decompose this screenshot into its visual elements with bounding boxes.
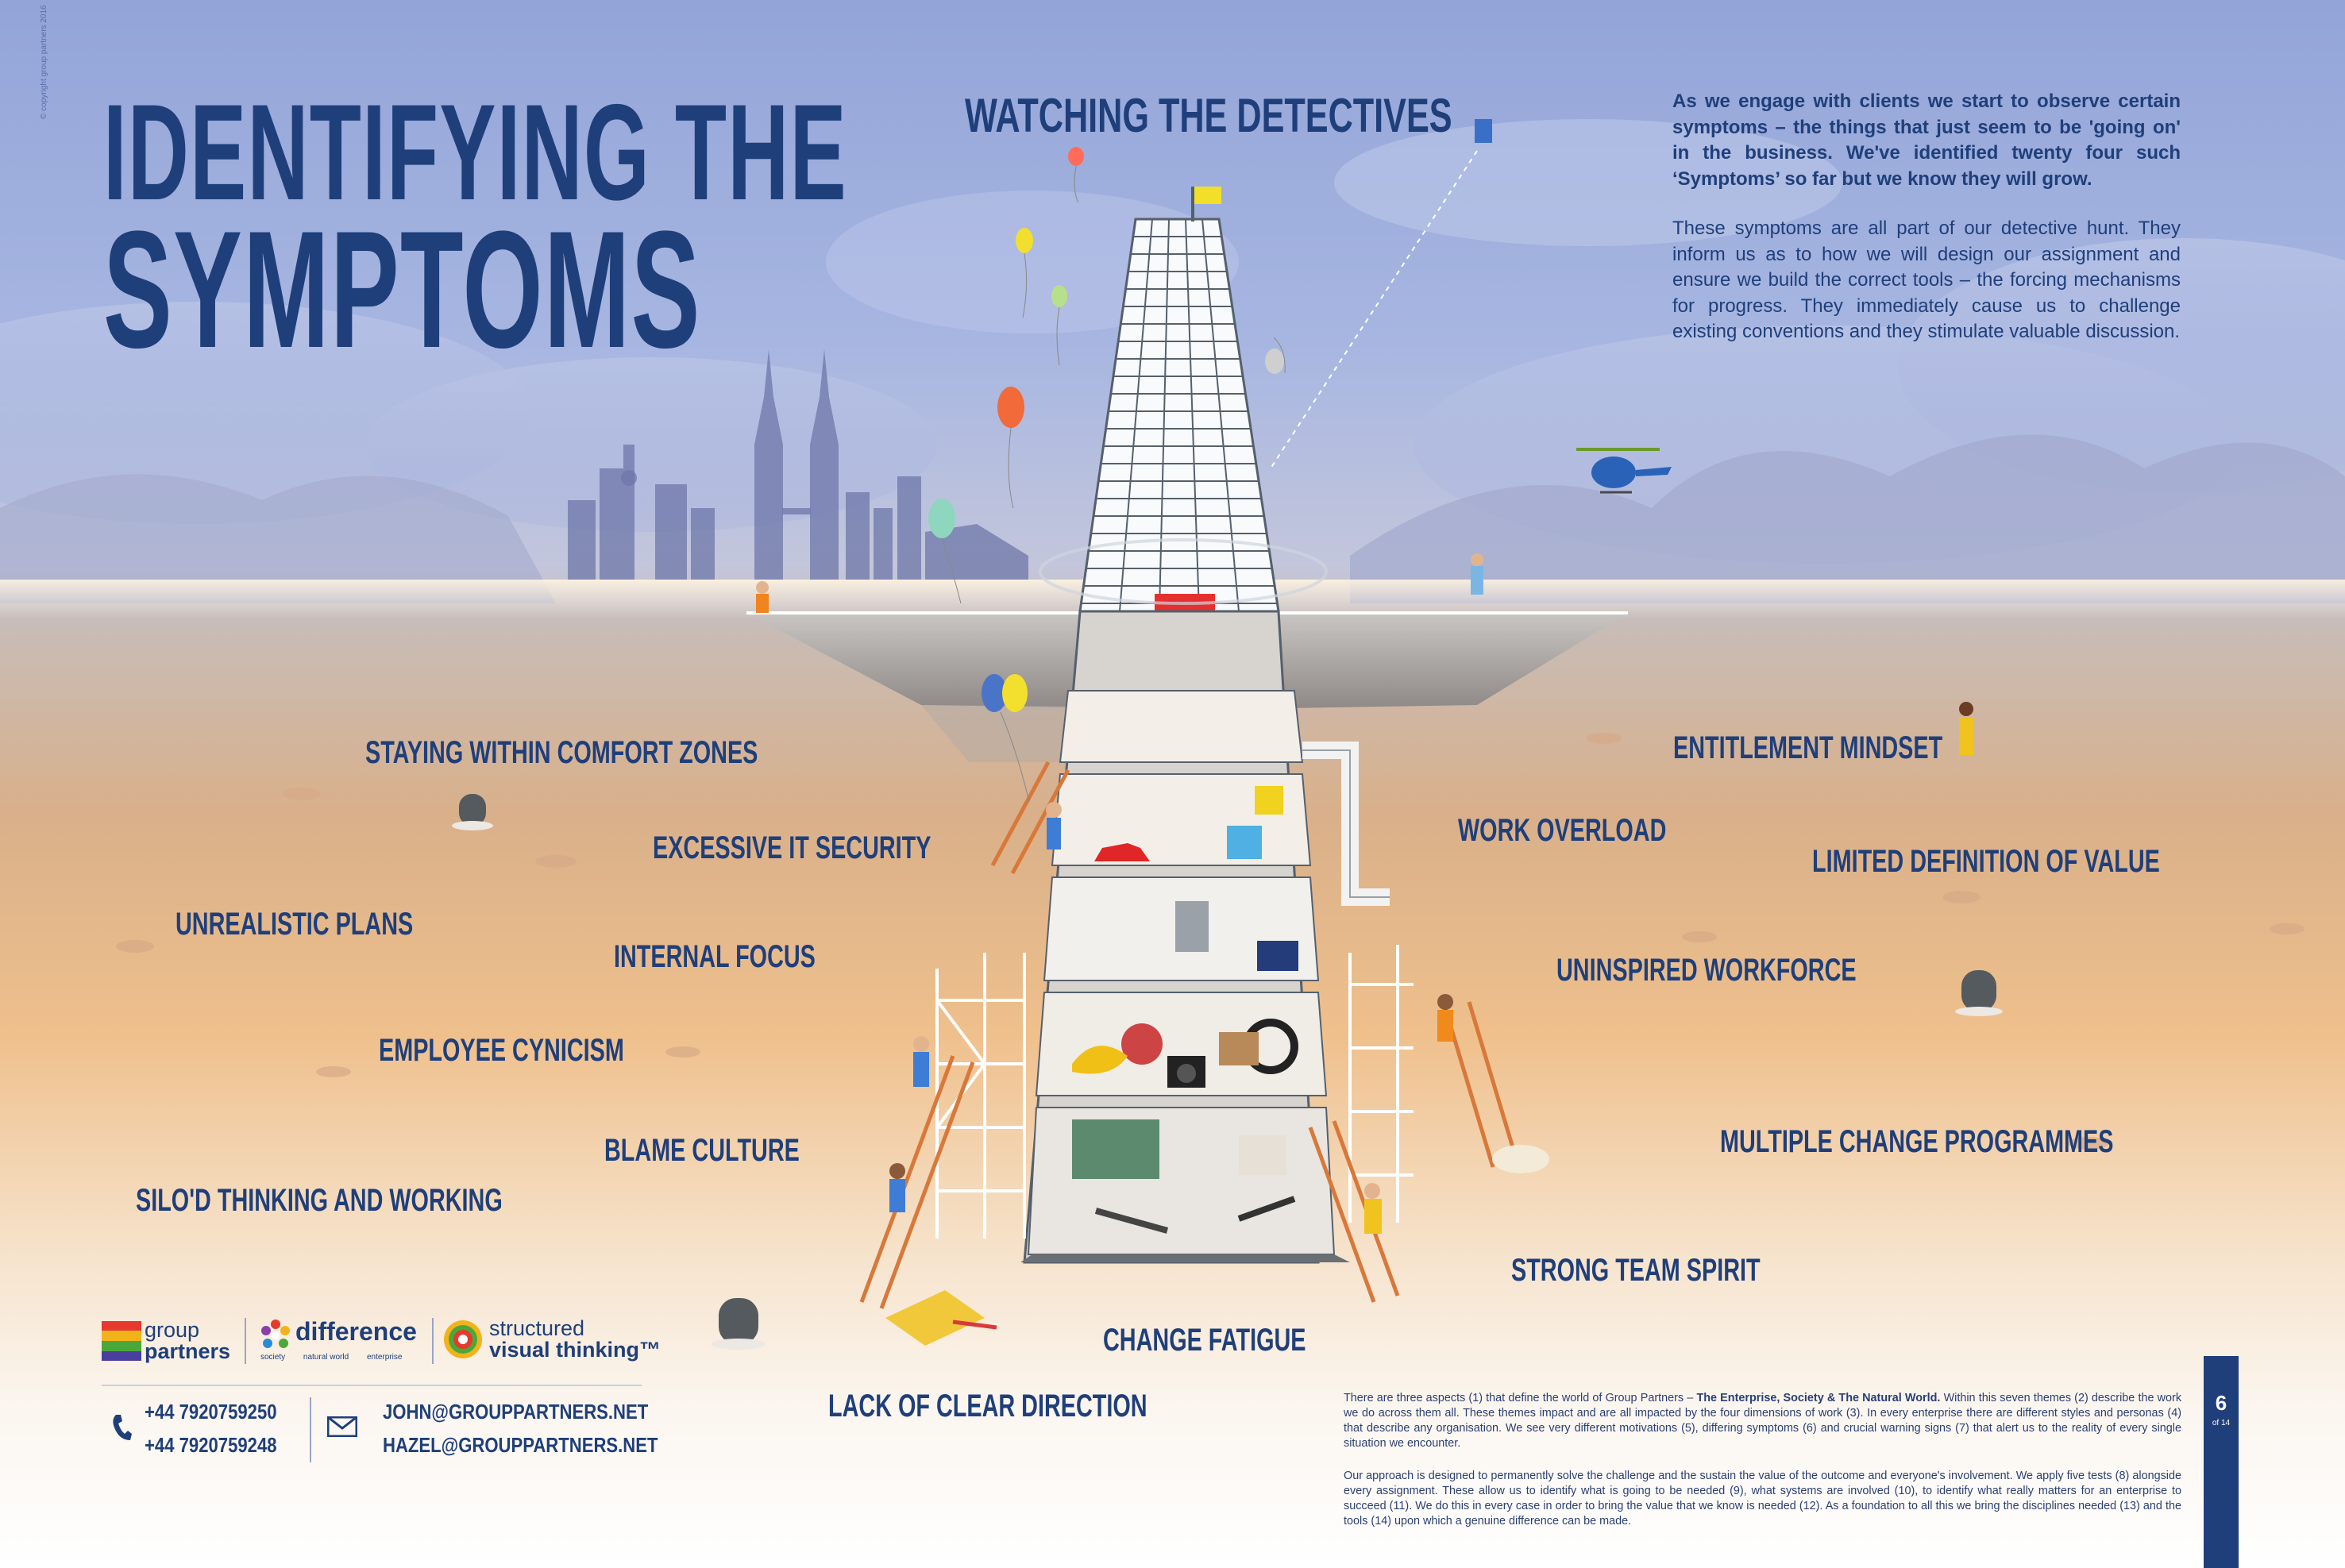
- moles: [452, 794, 2003, 1350]
- pencil: [952, 1320, 997, 1330]
- contact-divider: [310, 1397, 311, 1462]
- notebook: [885, 1290, 985, 1346]
- symptom-label: STAYING WITHIN COMFORT ZONES: [365, 735, 758, 770]
- email-address-1[interactable]: JOHN@GROUPPARTNERS.NET: [383, 1400, 649, 1424]
- balloons: [928, 147, 1286, 803]
- footer-paragraph-1: There are three aspects (1) that define …: [1344, 1391, 2181, 1451]
- symptom-label: BLAME CULTURE: [604, 1133, 800, 1168]
- footer-p1-bold: The Enterprise, Society & The Natural Wo…: [1696, 1392, 1941, 1404]
- footer-p1-start: There are three aspects (1) that define …: [1344, 1392, 1697, 1404]
- difference-logo-subtitle: society natural world enterprise: [260, 1353, 402, 1362]
- difference-sub-enterprise: enterprise: [366, 1353, 403, 1362]
- footer-paragraph-2: Our approach is designed to permanently …: [1344, 1470, 2181, 1528]
- symptom-label: SILO'D THINKING AND WORKING: [136, 1183, 503, 1218]
- symptom-label: UNINSPIRED WORKFORCE: [1556, 953, 1857, 988]
- footer-p1-end: Within this seven themes (2) describe th…: [1344, 1392, 2182, 1450]
- ladders: [859, 761, 1519, 1309]
- mountains-right: [1350, 434, 2345, 603]
- pipe-outline: [1302, 749, 1390, 898]
- group-partners-logo-text: group partners: [145, 1320, 230, 1362]
- symptom-label: LACK OF CLEAR DIRECTION: [828, 1389, 1147, 1424]
- phone-icon: [113, 1415, 132, 1440]
- mountains-left: [0, 474, 556, 603]
- symptom-label: CHANGE FATIGUE: [1103, 1323, 1306, 1358]
- logo-word-group: group: [145, 1318, 200, 1342]
- email-address-2[interactable]: HAZEL@GROUPPARTNERS.NET: [383, 1433, 658, 1457]
- difference-sub-society: society: [260, 1353, 286, 1362]
- logo-divider: [432, 1318, 434, 1364]
- phone-number-2[interactable]: +44 7920759248: [145, 1433, 277, 1457]
- page-number: 6: [2215, 1391, 2227, 1415]
- page-total: of 14: [2212, 1419, 2231, 1427]
- section-heading: WATCHING THE DETECTIVES: [965, 89, 1452, 142]
- symptom-label: STRONG TEAM SPIRIT: [1511, 1253, 1761, 1288]
- logo-divider: [245, 1318, 246, 1364]
- svt-target-icon: [444, 1320, 482, 1358]
- symptom-label: MULTIPLE CHANGE PROGRAMMES: [1720, 1124, 2114, 1159]
- difference-flower-icon: [261, 1320, 290, 1348]
- page-indicator: 6 of 14: [2204, 1356, 2239, 1568]
- paint-palette: [1492, 1145, 1549, 1173]
- intro-paragraph-1: As we engage with clients we start to ob…: [1672, 91, 2181, 190]
- difference-sub-natural-world: natural world: [303, 1353, 349, 1362]
- intro-paragraph-2: These symptoms are all part of our detec…: [1672, 218, 2181, 342]
- contact-divider-line: [102, 1385, 642, 1386]
- symptom-label: ENTITLEMENT MINDSET: [1673, 730, 1943, 765]
- page-title-line-2: SYMPTOMS: [103, 196, 701, 383]
- svt-word-structured: structured: [489, 1316, 585, 1340]
- page-title-line-1: IDENTIFYING THE: [103, 76, 847, 229]
- svt-word-visual-thinking: visual thinking™: [489, 1338, 661, 1362]
- moon-figure: [1475, 119, 1492, 143]
- people: [756, 553, 1973, 1234]
- symptom-label: INTERNAL FOCUS: [614, 939, 816, 974]
- intro-text: As we engage with clients we start to ob…: [1672, 89, 2181, 369]
- symptom-label: WORK OVERLOAD: [1458, 813, 1667, 848]
- group-partners-logo-mark: [102, 1321, 141, 1361]
- open-floors: [1020, 610, 1350, 1264]
- copyright-notice: © copyright group partners 2016: [40, 5, 48, 119]
- phone-number-1[interactable]: +44 7920759250: [145, 1400, 277, 1424]
- rocks: [116, 733, 2305, 1150]
- helicopter: [1576, 448, 1672, 494]
- email-icon: [327, 1416, 357, 1437]
- footer-text: There are three aspects (1) that define …: [1344, 1391, 2181, 1547]
- city-skyline: [568, 349, 1028, 580]
- symptom-label: UNREALISTIC PLANS: [175, 907, 414, 942]
- symptom-label: EMPLOYEE CYNICISM: [379, 1033, 624, 1068]
- telescope-line: [1270, 150, 1478, 469]
- svt-logo-text: structured visual thinking™: [489, 1318, 661, 1361]
- symptom-label: EXCESSIVE IT SECURITY: [653, 830, 931, 865]
- logo-word-partners: partners: [145, 1339, 231, 1363]
- symptom-label: LIMITED DEFINITION OF VALUE: [1812, 844, 2160, 879]
- pipe: [1302, 742, 1390, 906]
- difference-logo-text: difference: [295, 1317, 417, 1346]
